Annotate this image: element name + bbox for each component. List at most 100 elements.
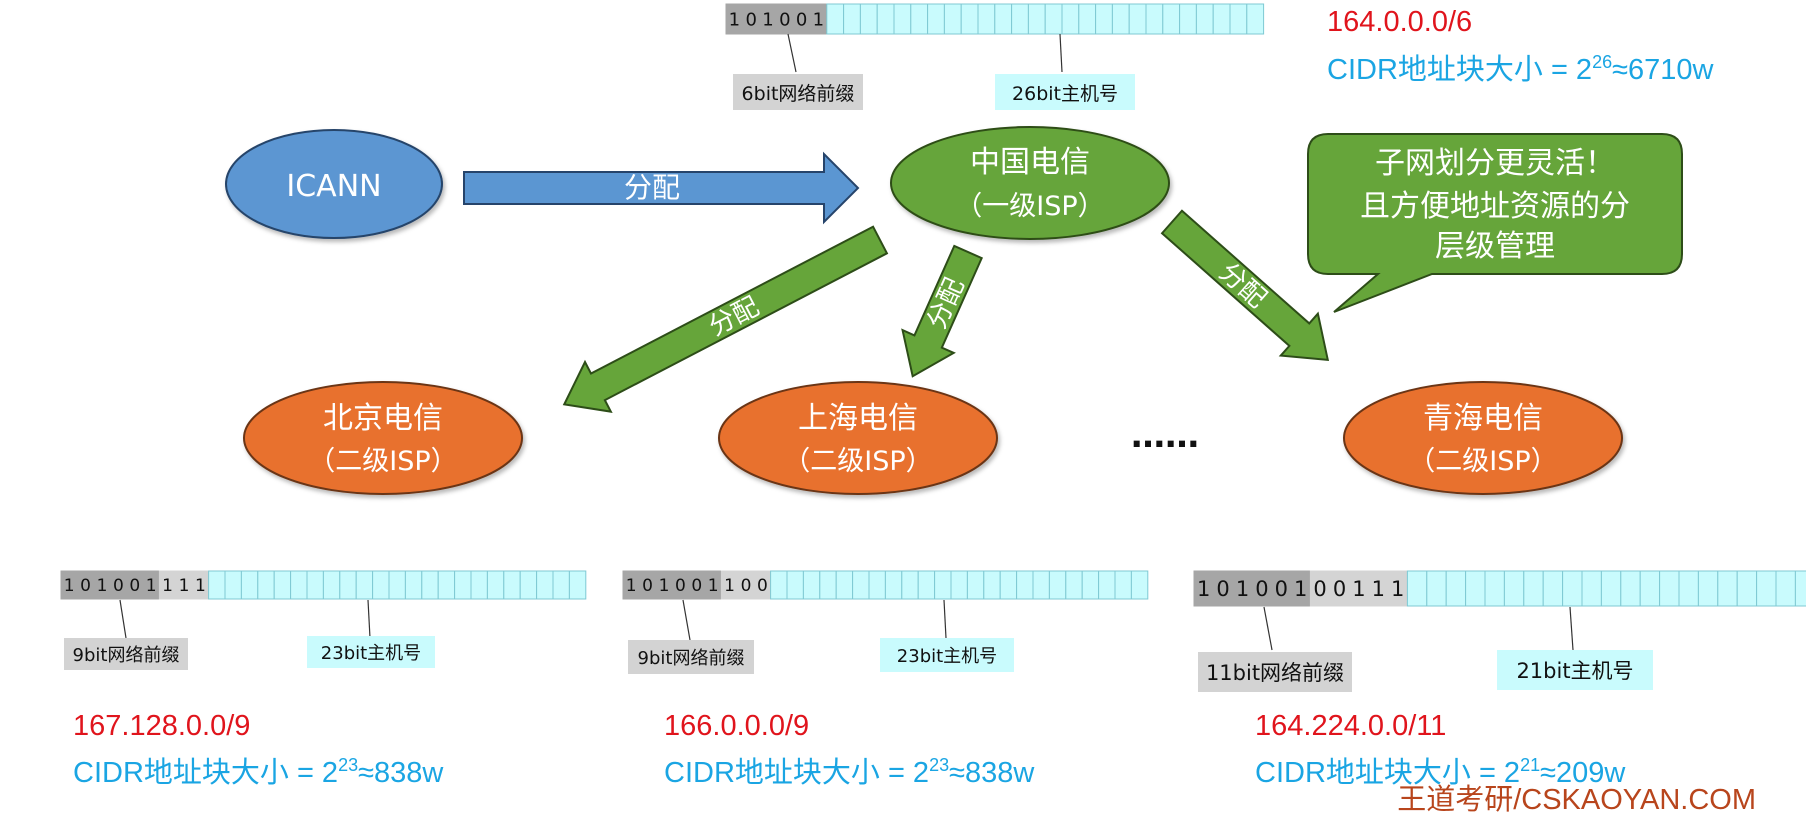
b2-host-label: 21bit主机号 [1516,659,1633,683]
b2-host-bit-cell [1659,570,1680,607]
b0-prefix-bit-digit: 1 [64,576,75,596]
subnetting-callout: 子网划分更灵活！ 且方便地址资源的分 层级管理 [1307,133,1683,313]
qinghai-telecom-sub: （二级ISP） [1408,446,1557,477]
b2-host-bit-cell [1484,570,1505,607]
b1-prefix-bit-digit: 0 [691,576,702,596]
b2-prefix-bit-digit: 1 [1236,577,1249,601]
b1-prefix-bit-digit: 0 [642,576,653,596]
b1-host-label-box [880,638,1014,672]
b0-size-tail: ≈838w [358,757,444,789]
b2-size-tail: ≈209w [1540,757,1626,789]
b1-host-bit-cell [835,570,854,600]
b0-host-bit-cell [339,570,357,600]
top-host-bit-cell [1095,3,1113,35]
b0-extra-bit-digit: 1 [195,576,206,596]
top-host-bit-cell [1246,3,1265,35]
b0-host-bit-cell [486,570,505,600]
b1-host-bit-cell [1016,570,1034,600]
b2-prefix-bit-digit: 1 [1294,577,1307,601]
b2-cidr-address: 164.224.0.0/11 [1255,710,1447,742]
top-host-bit-cell [994,3,1013,35]
top-host-bit-cell [843,3,861,35]
b2-prefix-bit-digit: 0 [1275,577,1288,601]
icann-label: ICANN [286,169,381,204]
b0-host-pointer [367,599,371,639]
b2-host-bit-cell [1717,570,1738,607]
b2-prefix-label-box [1198,652,1352,692]
top-host-bit-cell [1078,3,1097,35]
top-prefix-label: 6bit网络前缀 [742,83,855,105]
b1-prefix-label-box [628,640,754,674]
top-prefix-label-box [733,74,863,110]
top-host-bit-cell [893,3,912,35]
b2-host-bit-cell [1756,570,1777,607]
top-host-bit-cell [1212,3,1231,35]
b2-host-bit-cell [1562,570,1583,607]
b2-cidr-size: CIDR地址块大小 = 221≈209w [1255,749,1625,791]
b1-host-pointer [943,599,947,639]
b0-host-bit-cell [372,570,390,600]
top-host-label-box [995,74,1135,110]
b0-extra-bit-digit: 1 [162,576,173,596]
b2-host-bit-cell [1620,570,1641,607]
b1-host-bit-cell [1032,570,1050,600]
b0-host-bit-cell [503,570,521,600]
b2-host-bit-cell [1523,570,1544,607]
icann-node: ICANN [225,129,443,239]
top-prefix-bit-digit: 1 [729,9,740,30]
more-nodes-ellipsis: …… [1131,416,1199,456]
b1-host-bit-cell [999,570,1018,600]
beijing-telecom-label: 北京电信 [323,401,443,436]
b2-host-bit-cell [1794,570,1806,607]
b0-prefix-bit-digit: 1 [97,576,108,596]
b0-host-bit-cell [273,570,292,600]
b1-host-bit-cell [1081,570,1100,600]
shanghai-telecom-sub: （二级ISP） [783,446,932,477]
top-prefix-bit-digit: 0 [745,9,756,30]
top-size-text: CIDR地址块大小 = 2 [1327,54,1593,86]
b1-host-label: 23bit主机号 [897,646,997,667]
b1-prefix-bit-digit: 1 [626,576,637,596]
b1-prefix-bit-digit: 1 [708,576,719,596]
b2-prefix-pointer [1263,606,1273,651]
b0-host-bit-cell [421,570,439,600]
b0-size-text: CIDR地址块大小 = 2 [73,757,339,789]
b1-cidr-size: CIDR地址块大小 = 223≈838w [664,749,1034,791]
host-pointer-line [1059,33,1063,73]
b0-host-bit-cell [552,570,570,600]
top-size-tail: ≈6710w [1612,54,1714,86]
callout-line-1: 子网划分更灵活！ [1375,146,1615,181]
beijing-telecom-node: 北京电信 （二级ISP） [243,381,523,495]
b2-host-pointer [1569,606,1574,651]
b0-prefix-label: 9bit网络前缀 [73,645,180,666]
b2-prefix-bit-digit: 1 [1197,577,1210,601]
b2-extra-bit-digit: 1 [1352,577,1365,601]
callout-line-3: 层级管理 [1435,229,1555,264]
b1-host-bit-cell [1114,570,1132,600]
b1-host-bit-cell [852,570,870,600]
top-host-bit-cell [1128,3,1147,35]
icann-to-china-telecom-arrow: 分配 [463,151,860,225]
top-host-bit-cell [1027,3,1046,35]
b1-host-bit-cell [966,570,985,600]
b1-prefix-label: 9bit网络前缀 [638,648,745,669]
b2-host-bit-cell [1600,570,1622,607]
b1-extra-bit-digit: 1 [724,576,735,596]
b0-host-bit-cell [404,570,423,600]
top-host-bit-cell [943,3,962,35]
b0-host-bit-cell [568,570,587,600]
watermark: 王道考研/CSKAOYAN.COM [1397,784,1756,816]
b0-host-bit-cell [208,570,226,600]
top-host-bit-cell [1195,3,1214,35]
b1-host-bit-cell [1098,570,1116,600]
b0-host-bit-cell [257,570,275,600]
b0-prefix-label-box [64,638,188,670]
b1-host-bit-cell [868,570,886,600]
b1-host-bit-cell [901,570,919,600]
b1-host-bit-cell [950,570,968,600]
shanghai-telecom-label: 上海电信 [798,401,918,436]
top-prefix-bit-digit: 0 [796,9,807,30]
b2-extra-bit-digit: 1 [1372,577,1385,601]
top-prefix-bit-digit: 1 [813,9,824,30]
